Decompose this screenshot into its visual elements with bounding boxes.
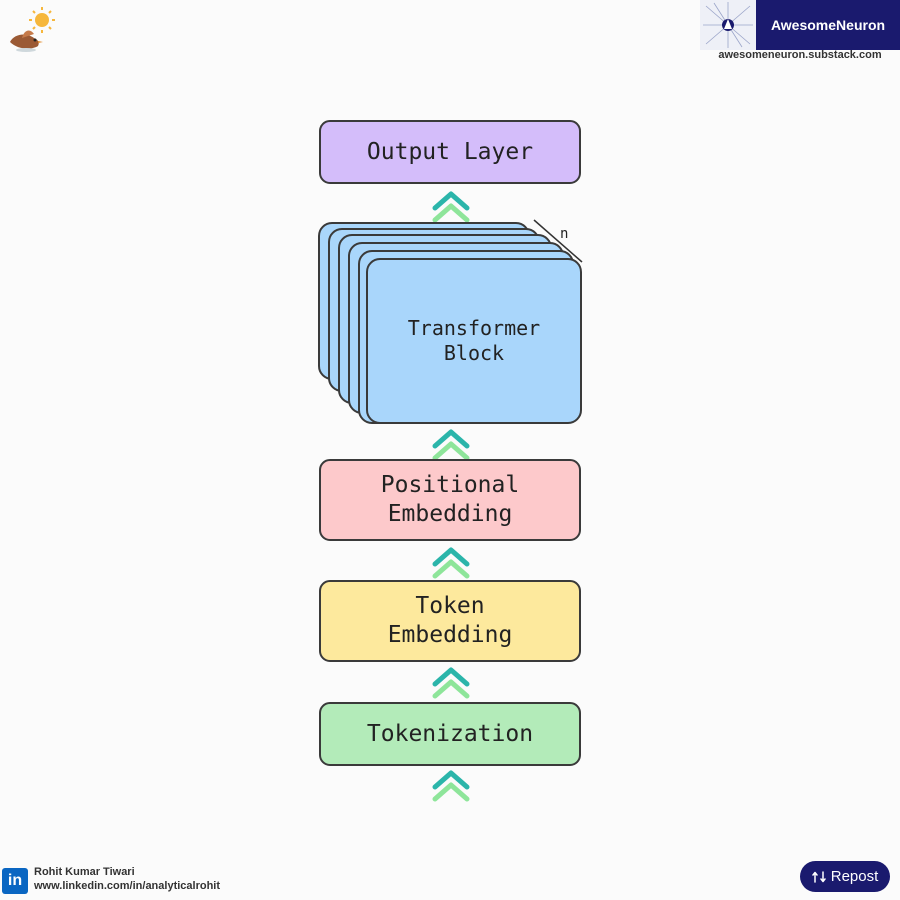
positional-embedding-box: Positional Embedding [319,459,581,541]
brand-banner[interactable]: AwesomeNeuron [700,0,900,50]
repost-button[interactable]: Repost [800,861,890,892]
token-embedding-box: Token Embedding [319,580,581,662]
linkedin-icon[interactable]: in [2,868,28,894]
transformer-block-label-line2: Block [443,341,505,365]
up-chevron-icon [432,429,470,461]
token-embedding-label-line2: Embedding [387,622,513,648]
output-layer-box: Output Layer [319,120,581,184]
repeat-bracket-line [533,219,583,263]
repost-label: Repost [830,868,879,885]
bird-sun-logo [10,7,55,52]
repeat-count-label: n [560,226,569,242]
token-embedding-label-line1: Token [415,593,485,620]
author-name: Rohit Kumar Tiwari [34,866,135,878]
positional-embedding-label-line1: Positional [380,472,520,499]
transformer-block-label-line1: Transformer [407,316,541,340]
output-layer-label: Output Layer [366,138,534,165]
repost-icon [811,870,826,883]
up-chevron-icon [432,191,470,223]
transformer-block-box: Transformer Block [366,258,582,424]
up-chevron-icon [432,547,470,579]
up-chevron-icon [432,770,470,802]
positional-embedding-label-line2: Embedding [387,501,513,527]
brand-name: AwesomeNeuron [756,0,900,50]
up-chevron-icon [432,667,470,699]
neuron-network-icon [700,0,756,50]
tokenization-box: Tokenization [319,702,581,766]
brand-url[interactable]: awesomeneuron.substack.com [718,49,882,61]
author-profile-link[interactable]: www.linkedin.com/in/analyticalrohit [34,880,221,892]
tokenization-label: Tokenization [366,720,534,747]
